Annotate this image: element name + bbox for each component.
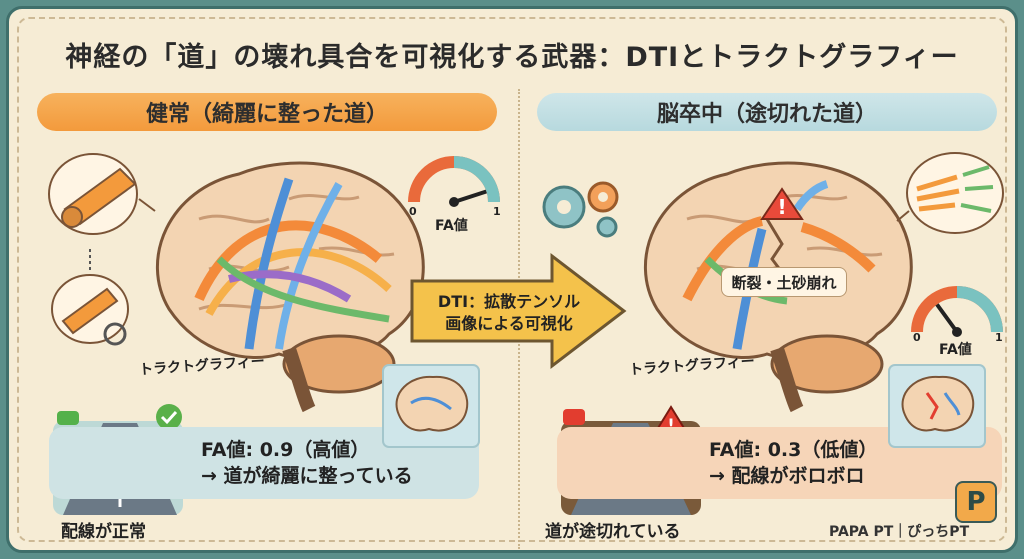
gauge-max-label: 1 [493,205,501,218]
brand-name: PAPA PT｜ぴっちPT [829,524,970,540]
healthy-heading: 健常（綺麗に整った道） [37,93,497,131]
healthy-road-caption: 配線が正常 [61,522,146,542]
svg-text:!: ! [777,195,786,219]
fiber-bundle-callout [48,153,156,346]
stroke-gauge-min: 0 [913,331,921,344]
brand-logo-icon: P [955,481,997,523]
stroke-road-caption: 道が途切れている [545,522,681,542]
svg-text:!: ! [667,415,674,434]
stroke-mini-brain [888,364,986,448]
gears-icon [542,181,619,238]
stroke-gauge-label: FA値 [939,342,972,358]
stroke-info-line1: FA値: 0.3（低値） [709,439,878,461]
stroke-fa-gauge [911,286,1003,337]
dti-arrow-text: DTI：拡散テンソル 画像による可視化 [419,291,599,335]
healthy-brain-illustration [155,161,425,413]
dti-arrow [410,252,627,370]
stroke-info-text: FA値: 0.3（低値） → 配線がボロボロ [709,437,877,489]
stroke-gauge-max: 1 [995,331,1003,344]
gauge-min-label: 0 [409,205,417,218]
dti-arrow-line1: DTI：拡散テンソル [437,292,581,311]
healthy-mini-brain [382,364,480,448]
poster-frame: 神経の「道」の壊れ具合を可視化する武器：DTIとトラクトグラフィー 健常（綺麗に… [6,6,1018,553]
dti-arrow-line2: 画像による可視化 [445,314,573,333]
page-title: 神経の「道」の壊れ具合を可視化する武器：DTIとトラクトグラフィー [65,42,959,73]
stroke-heading: 脳卒中（途切れた道） [537,93,997,131]
healthy-fa-gauge [408,156,500,207]
stroke-info-line2: → 配線がボロボロ [709,465,865,487]
healthy-gauge-label: FA値 [435,218,468,234]
broken-fiber-callout [896,152,1004,234]
stroke-brain-illustration: ! [643,161,913,413]
healthy-info-line2: → 道が綺麗に整っている [201,465,413,487]
healthy-info-text: FA値: 0.9（高値） → 道が綺麗に整っている [201,437,413,489]
healthy-info-line1: FA値: 0.9（高値） [201,439,370,461]
damage-label: 断裂・土砂崩れ [721,267,847,297]
